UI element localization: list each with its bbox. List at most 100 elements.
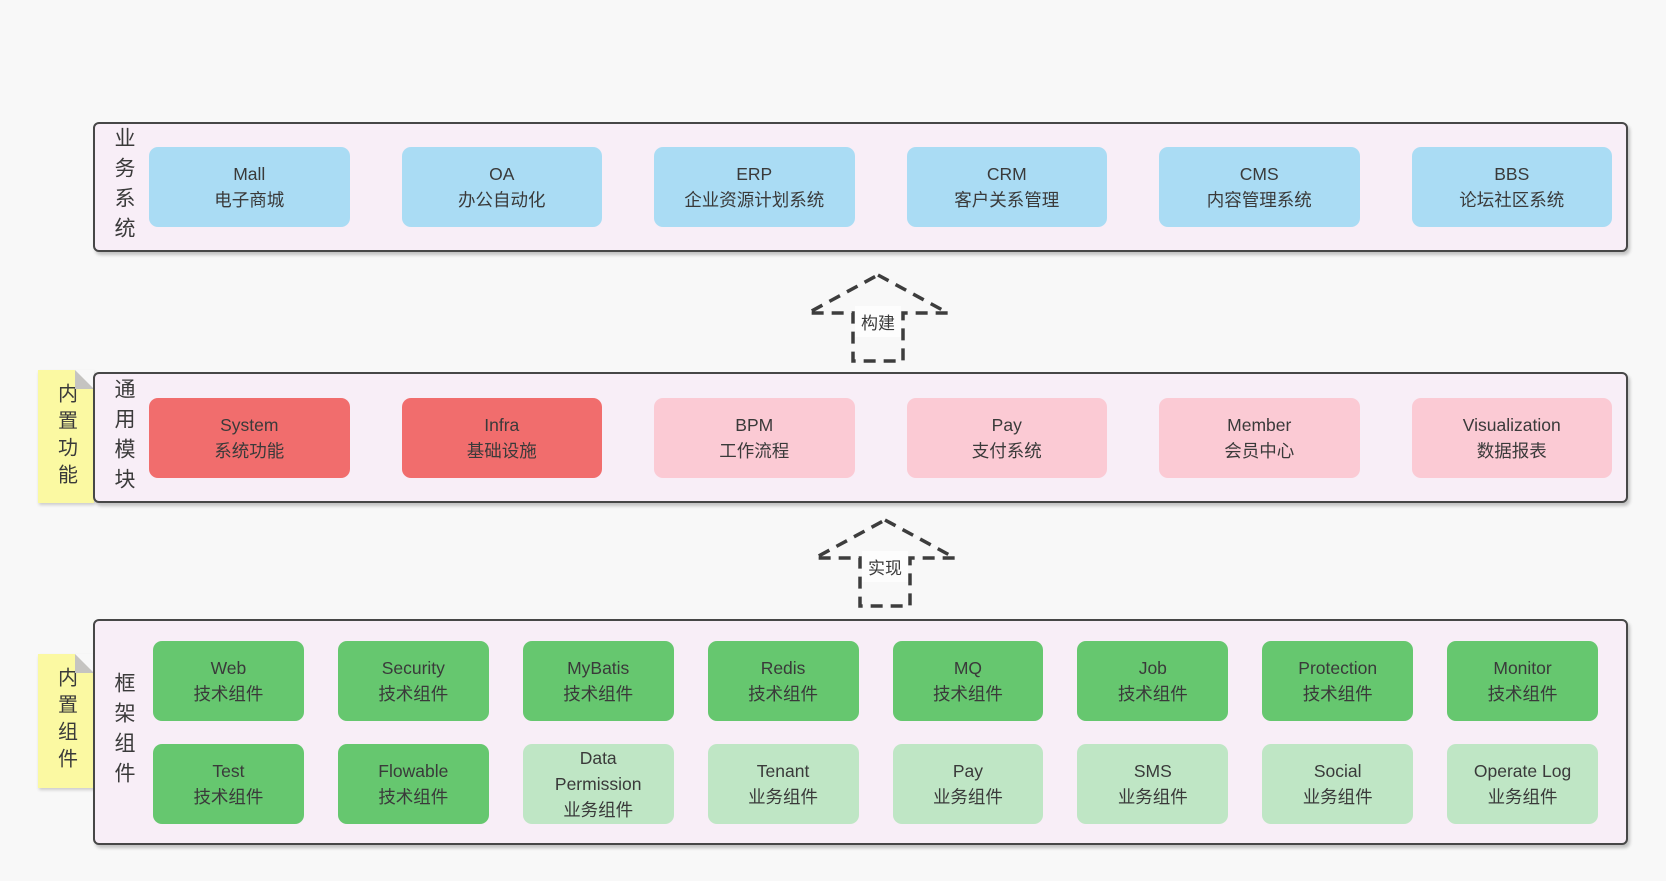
box-title: System [220, 414, 279, 435]
box-subtitle: 论坛社区系统 [1459, 190, 1565, 210]
box-title: Web [210, 657, 247, 678]
box-title: Pay [952, 760, 984, 781]
arrow-label-build: 构建 [855, 306, 901, 337]
box-system: System 系统功能 [149, 397, 350, 478]
box-title: Operate Log [1473, 760, 1572, 781]
box-tenant: Tenant 业务组件 [707, 743, 859, 824]
box-bbs: BBS 论坛社区系统 [1411, 147, 1612, 227]
box-mq: MQ 技术组件 [892, 640, 1044, 721]
box-subtitle: 数据报表 [1476, 440, 1547, 461]
arrow-up-build-icon: 构建 [805, 272, 951, 364]
band-common-modules: 通用模块 System 系统功能 Infra 基础设施 BPM 工作流程 Pay… [93, 372, 1628, 503]
box-subtitle: 会员中心 [1224, 440, 1295, 461]
box-subtitle: 技术组件 [193, 786, 264, 807]
box-subtitle: 电子商城 [214, 190, 285, 210]
band-label-business-systems: 业务系统 [112, 127, 135, 247]
box-subtitle: 企业资源计划系统 [684, 190, 825, 210]
sticky-note-label: 内置组件 [54, 667, 77, 775]
box-operate-log: Operate Log 业务组件 [1447, 743, 1598, 824]
box-title: Visualization [1462, 414, 1561, 435]
box-subtitle: 内容管理系统 [1206, 190, 1312, 210]
box-flowable: Flowable 技术组件 [337, 743, 489, 824]
band-label-common-modules: 通用模块 [112, 377, 135, 498]
band-framework-components: 框架组件 Web 技术组件 Security 技术组件 MyBatis 技术组件… [93, 619, 1628, 845]
sticky-note-built-in-components: 内置组件 [38, 654, 94, 788]
box-subtitle: 技术组件 [1117, 683, 1188, 704]
band-business-systems: 业务系统 Mall 电子商城 OA 办公自动化 ERP 企业资源计划系统 CRM… [93, 122, 1628, 252]
box-subtitle: 办公自动化 [458, 190, 546, 210]
framework-components-grid: Web 技术组件 Security 技术组件 MyBatis 技术组件 Redi… [153, 621, 1598, 843]
box-subtitle: 业务组件 [932, 786, 1003, 807]
box-title: CRM [986, 164, 1027, 184]
box-title: ERP [736, 164, 773, 184]
box-subtitle: 业务组件 [748, 786, 819, 807]
box-subtitle: 技术组件 [563, 683, 634, 704]
box-title: Member [1227, 414, 1292, 435]
box-subtitle: 技术组件 [193, 683, 264, 704]
box-visualization: Visualization 数据报表 [1411, 397, 1612, 478]
box-title: CMS [1239, 164, 1279, 184]
box-crm: CRM 客户关系管理 [906, 147, 1107, 227]
box-social: Social 业务组件 [1262, 743, 1414, 824]
box-cms: CMS 内容管理系统 [1159, 147, 1360, 227]
box-title: Social [1313, 760, 1362, 781]
box-subtitle: 技术组件 [932, 683, 1003, 704]
box-subtitle: 业务组件 [1302, 786, 1373, 807]
box-mybatis: MyBatis 技术组件 [522, 640, 674, 721]
box-title: BPM [735, 414, 774, 435]
box-subtitle: 客户关系管理 [954, 190, 1060, 210]
band-label-framework-components: 框架组件 [112, 672, 135, 792]
box-job: Job 技术组件 [1077, 640, 1229, 721]
box-subtitle: 技术组件 [748, 683, 819, 704]
box-oa: OA 办公自动化 [401, 147, 602, 227]
arrow-up-implement-icon: 实现 [812, 517, 958, 609]
box-infra: Infra 基础设施 [401, 397, 602, 478]
box-title: Data Permission [554, 747, 642, 794]
box-monitor: Monitor 技术组件 [1447, 640, 1598, 721]
folded-corner-icon [75, 370, 94, 389]
box-bpm: BPM 工作流程 [654, 397, 855, 478]
box-title: BBS [1494, 164, 1530, 184]
arrow-label-implement: 实现 [862, 551, 908, 582]
box-title: SMS [1133, 760, 1172, 781]
box-title: Redis [760, 657, 806, 678]
box-pay-module: Pay 支付系统 [906, 397, 1107, 478]
sticky-note-label: 内置功能 [54, 382, 77, 491]
box-security: Security 技术组件 [337, 640, 489, 721]
box-protection: Protection 技术组件 [1262, 640, 1414, 721]
box-subtitle: 支付系统 [971, 440, 1042, 461]
box-title: Job [1138, 657, 1167, 678]
box-title: Flowable [378, 760, 449, 781]
box-subtitle: 技术组件 [378, 683, 449, 704]
box-subtitle: 技术组件 [1487, 683, 1558, 704]
box-title: Protection [1298, 657, 1378, 678]
box-erp: ERP 企业资源计划系统 [654, 147, 855, 227]
box-subtitle: 业务组件 [1487, 786, 1558, 807]
box-web: Web 技术组件 [153, 640, 304, 721]
common-modules-grid: System 系统功能 Infra 基础设施 BPM 工作流程 Pay 支付系统… [149, 374, 1612, 501]
box-member: Member 会员中心 [1159, 397, 1360, 478]
box-pay-component: Pay 业务组件 [892, 743, 1044, 824]
box-title: OA [489, 164, 515, 184]
box-sms: SMS 业务组件 [1077, 743, 1229, 824]
business-systems-grid: Mall 电子商城 OA 办公自动化 ERP 企业资源计划系统 CRM 客户关系… [149, 124, 1612, 250]
sticky-note-built-in-features: 内置功能 [38, 370, 94, 503]
box-subtitle: 技术组件 [1302, 683, 1373, 704]
box-mall: Mall 电子商城 [149, 147, 350, 227]
box-subtitle: 业务组件 [563, 799, 634, 820]
box-title: Pay [991, 414, 1022, 435]
box-subtitle: 基础设施 [466, 440, 537, 461]
box-title: Infra [484, 414, 520, 435]
box-data-permission: Data Permission 业务组件 [522, 743, 674, 824]
box-test: Test 技术组件 [153, 743, 304, 824]
box-title: Test [212, 760, 245, 781]
box-title: Security [381, 657, 445, 678]
box-title: MyBatis [567, 657, 630, 678]
box-title: Tenant [756, 760, 810, 781]
box-redis: Redis 技术组件 [707, 640, 859, 721]
box-subtitle: 技术组件 [378, 786, 449, 807]
box-title: MQ [953, 657, 983, 678]
box-title: Monitor [1493, 657, 1552, 678]
box-subtitle: 业务组件 [1117, 786, 1188, 807]
